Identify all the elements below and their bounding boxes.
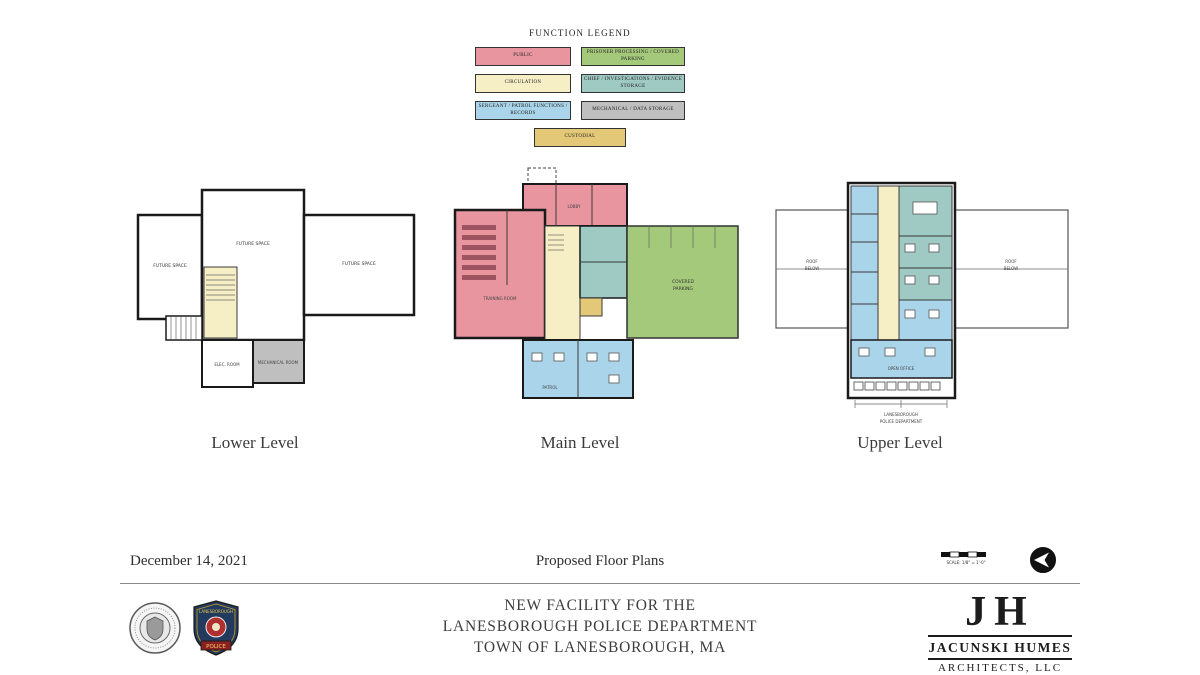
north-arrow [1028,545,1058,580]
room-open-office [850,339,953,379]
stair-circulation-zone [203,266,238,339]
north-arrow-pointer [1034,552,1049,568]
exterior-stair [165,315,203,341]
left-rooms-sergeant [850,185,879,341]
room-label: ROOF [806,259,818,264]
patch-top-text: LANESBOROUGH [199,609,233,614]
legend-item-label: CIRCULATION [504,80,542,86]
room-mechanical [252,339,305,384]
architect-monogram: JH [928,590,1072,638]
seal-dot-ring [134,607,176,649]
patch-banner-text: POLICE [206,644,226,650]
legend-item-public: PUBLIC [475,47,571,66]
legend-item-sergeant-patrol: SERGEANT / PATROL FUNCTIONS / RECORDS [475,101,571,120]
scale-bar-drawing: SCALE: 1/8" = 1'-0" [941,551,986,565]
conference-table [912,201,938,215]
circulation-corridor [877,185,900,341]
architect-suffix: ARCHITECTS, LLC [928,660,1072,675]
seal-crest [146,616,164,641]
upper-level-plan: ROOF BELOW ROOF BELOW [775,180,1070,431]
legend-item-custodial: CUSTODIAL [534,128,626,147]
legend-item-chief-investigations: CHIEF / INVESTIGATIONS / EVIDENCE STORAG… [581,74,685,93]
north-arrow-drawing [1030,547,1056,573]
patch-inner-border [196,603,236,653]
room-label: MECHANICAL ROOM [258,360,299,365]
legend-item-circulation: CIRCULATION [475,74,571,93]
open-office-desks [858,347,936,357]
sheet-title: Proposed Floor Plans [535,553,665,569]
scale-bar-segments [941,551,986,558]
legend-item-label: PRISONER PROCESSING / COVERED PARKING [586,50,680,62]
room-covered-parking [626,225,739,339]
lower-level-plan: FUTURE SPACE FUTURE SPACE FUTURE SPACE E… [135,183,417,400]
town-seal-drawing [129,602,181,654]
project-title-line: TOWN OF LANESBOROUGH, MA [473,639,727,656]
legend-item-label: SERGEANT / PATROL FUNCTIONS / RECORDS [478,104,568,116]
room-future-left [136,213,204,321]
legend-item-prisoner-processing: PRISONER PROCESSING / COVERED PARKING [581,47,685,66]
room-label: PATROL [542,385,558,390]
function-legend: FUNCTION LEGEND PUBLIC PRISONER PROCESSI… [468,28,692,147]
project-title: NEW FACILITY FOR THE LANESBOROUGH POLICE… [350,595,850,658]
divider-line [120,583,1080,584]
architect-name: JACUNSKI HUMES [928,637,1072,661]
entry-canopy-dashed [527,167,557,185]
main-level-plan: LOBBY TRAINING ROOM [452,165,744,408]
lower-level-caption: Lower Level [211,433,299,452]
legend-item-label: MECHANICAL / DATA STORAGE [592,107,674,113]
training-room-chair-rows [462,225,496,280]
legend-item-label: CUSTODIAL [564,134,596,140]
patch-banner [200,640,232,651]
legend-item-label: PUBLIC [513,53,533,59]
graphic-scale: SCALE: 1/8" = 1'-0" [940,548,992,573]
legend-item-label: CHIEF / INVESTIGATIONS / EVIDENCE STORAG… [584,77,682,89]
room-label: PARKING [673,286,693,292]
room-label: COVERED [672,279,694,285]
architect-logo: JH JACUNSKI HUMES ARCHITECTS, LLC [928,590,1072,675]
sheet-date: December 14, 2021 [130,553,248,569]
room-elec [201,339,254,388]
legend-grid: PUBLIC PRISONER PROCESSING / COVERED PAR… [468,47,692,147]
corridor-stair-treads [548,234,564,251]
main-level-caption: Main Level [540,433,620,452]
plan-sublabel: POLICE DEPARTMENT [880,419,923,424]
room-custodial [579,297,603,317]
circulation-corridor [544,225,581,341]
room-label: TRAINING ROOM [482,296,517,301]
room-training [453,208,547,340]
scale-text: SCALE: 1/8" = 1'-0" [946,560,985,565]
room-label: FUTURE SPACE [236,241,270,247]
patrol-desks [531,352,620,384]
legend-title: FUNCTION LEGEND [529,28,631,38]
patch-center-dot [212,623,220,631]
stair-treads [206,274,235,301]
room-label: BELOW [1004,266,1019,271]
room-label: BELOW [805,266,820,271]
room-label: FUTURE SPACE [153,263,187,269]
town-seal-logo [128,601,182,660]
room-label: OPEN OFFICE [888,366,915,371]
room-label: FUTURE SPACE [342,261,376,267]
police-patch-logo: LANESBOROUGH POLICE [190,599,242,662]
plan-sublabel: LANESBOROUGH [884,412,918,417]
dimension-line [854,400,948,408]
upper-level-caption: Upper Level [857,433,943,452]
locker-row [853,381,941,391]
room-label: ELEC. ROOM [214,362,240,367]
room-label: LOBBY [568,204,582,209]
legend-item-mechanical-data: MECHANICAL / DATA STORAGE [581,101,685,120]
parking-bay-lines [648,226,716,248]
project-title-line: NEW FACILITY FOR THE [504,597,696,614]
room-future-right [302,213,416,317]
lower-level-drawing: FUTURE SPACE FUTURE SPACE FUTURE SPACE E… [136,188,416,388]
upper-level-drawing: ROOF BELOW ROOF BELOW [775,181,1069,424]
project-title-line: LANESBOROUGH POLICE DEPARTMENT [442,618,758,635]
police-patch-drawing: LANESBOROUGH POLICE [193,600,239,656]
main-level-drawing: LOBBY TRAINING ROOM [453,167,739,399]
office-desks [904,243,940,319]
room-label: ROOF [1005,259,1017,264]
exterior-stair-treads [170,317,197,339]
